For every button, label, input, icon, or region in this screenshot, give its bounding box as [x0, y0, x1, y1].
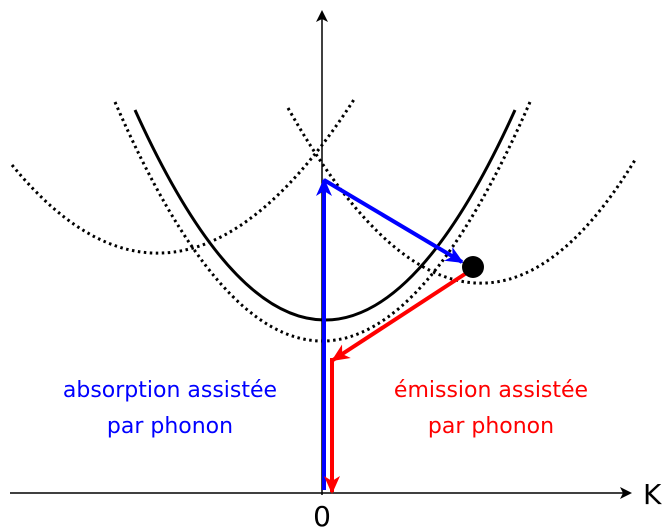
emission-label-line1: émission assistée [394, 378, 588, 403]
emission-phonon-arrow [331, 270, 470, 362]
k-axis-label: K [643, 478, 662, 511]
absorption-label-line2: par phonon [107, 414, 233, 439]
absorption-label-line1: absorption assistée [63, 378, 277, 403]
dotted-curve-left [10, 97, 357, 255]
origin-label: 0 [313, 500, 331, 532]
absorption-phonon-arrow [322, 178, 464, 264]
dotted-curve-right [286, 107, 637, 285]
emission-label-line2: par phonon [428, 414, 554, 439]
filled-circle-icon [462, 256, 484, 278]
